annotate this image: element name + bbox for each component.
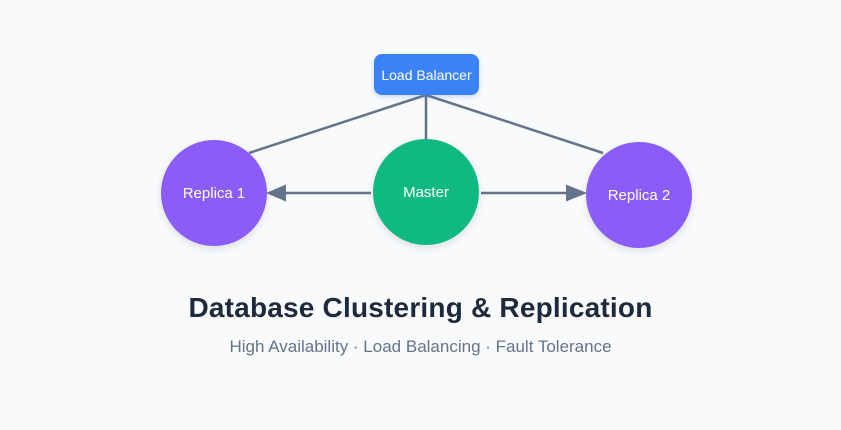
- arrowhead-right-icon: [566, 184, 587, 202]
- node-replica-2: Replica 2: [586, 142, 692, 248]
- edge-lb-to-replica2: [425, 93, 604, 155]
- node-replica-1: Replica 1: [161, 140, 267, 246]
- node-load-balancer: Load Balancer: [374, 54, 479, 95]
- edge-lb-to-replica1: [248, 93, 427, 155]
- diagram-title: Database Clustering & Replication: [188, 292, 653, 323]
- node-replica-2-label: Replica 2: [607, 186, 671, 204]
- arrowhead-left-icon: [266, 184, 286, 202]
- node-load-balancer-label: Load Balancer: [381, 66, 472, 83]
- node-master: Master: [373, 139, 479, 245]
- diagram-subtitle: High Availability · Load Balancing · Fau…: [229, 337, 612, 356]
- node-master-label: Master: [403, 183, 449, 201]
- node-replica-1-label: Replica 1: [182, 184, 246, 202]
